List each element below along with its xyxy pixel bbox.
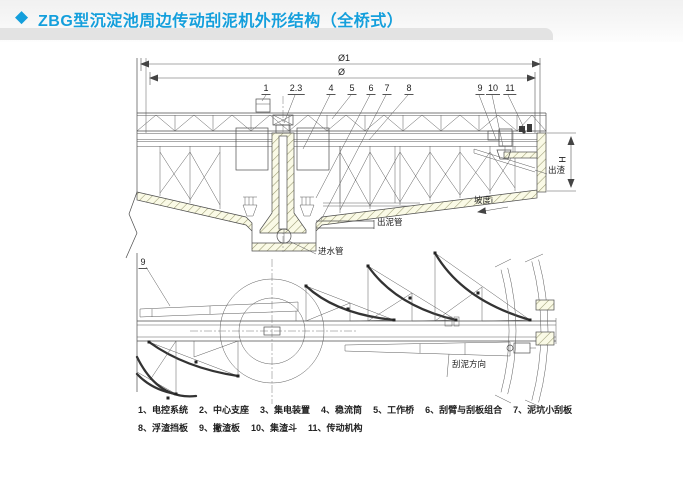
callout-2-3: 2.3 [287, 83, 305, 95]
callout-4: 4 [326, 83, 336, 95]
legend-item: 8、浮渣挡板 [138, 423, 189, 433]
callout-6: 6 [366, 83, 376, 95]
callout-1: 1 [261, 83, 271, 95]
legend-item: 6、刮臂与刮板组合 [425, 405, 503, 415]
dimension-height: H [556, 156, 567, 163]
legend-item: 4、稳流筒 [321, 405, 363, 415]
scum-outlet-label: 出渣 [548, 165, 566, 175]
legend-item: 2、中心支座 [199, 405, 250, 415]
legend-item: 11、传动机构 [308, 423, 363, 433]
legend-row-1: 1、电控系统 2、中心支座 3、集电装置 4、稳流筒 5、工作桥 6、刮臂与刮板… [138, 403, 678, 416]
inlet-pipe-label: 进水管 [318, 246, 344, 256]
mud-pipe-label: 出泥管 [377, 217, 403, 227]
callout-10: 10 [485, 83, 501, 95]
title-bar: ◆ ZBG型沉淀池周边传动刮泥机外形结构（全桥式） [0, 0, 683, 42]
callout-7: 7 [382, 83, 392, 95]
plan-callout-9: 9 [138, 257, 148, 269]
diamond-icon: ◆ [15, 7, 29, 26]
page-title: ZBG型沉淀池周边传动刮泥机外形结构（全桥式） [38, 13, 404, 30]
legend-item: 9、撇渣板 [199, 423, 241, 433]
legend-item: 3、集电装置 [260, 405, 311, 415]
legend-item: 1、电控系统 [138, 405, 189, 415]
callout-5: 5 [347, 83, 357, 95]
callout-8: 8 [404, 83, 414, 95]
callout-11: 11 [503, 83, 517, 95]
legend-item: 10、集渣斗 [251, 423, 298, 433]
title-underline-band [0, 28, 553, 40]
slope-label: 坡度i [474, 195, 493, 205]
parts-legend: 1、电控系统 2、中心支座 3、集电装置 4、稳流筒 5、工作桥 6、刮臂与刮板… [138, 403, 678, 439]
dimension-outer-diameter: Ø1 [338, 53, 351, 63]
plan-view [135, 251, 557, 409]
legend-item: 5、工作桥 [373, 405, 415, 415]
legend-row-2: 8、浮渣挡板 9、撇渣板 10、集渣斗 11、传动机构 [138, 421, 678, 434]
legend-item: 7、泥坑小刮板 [513, 405, 573, 415]
cross-section-view [125, 58, 576, 259]
callout-9: 9 [475, 83, 485, 95]
dimension-inner-diameter: Ø [338, 67, 346, 77]
scrape-direction-label: 刮泥方向 [452, 359, 487, 369]
